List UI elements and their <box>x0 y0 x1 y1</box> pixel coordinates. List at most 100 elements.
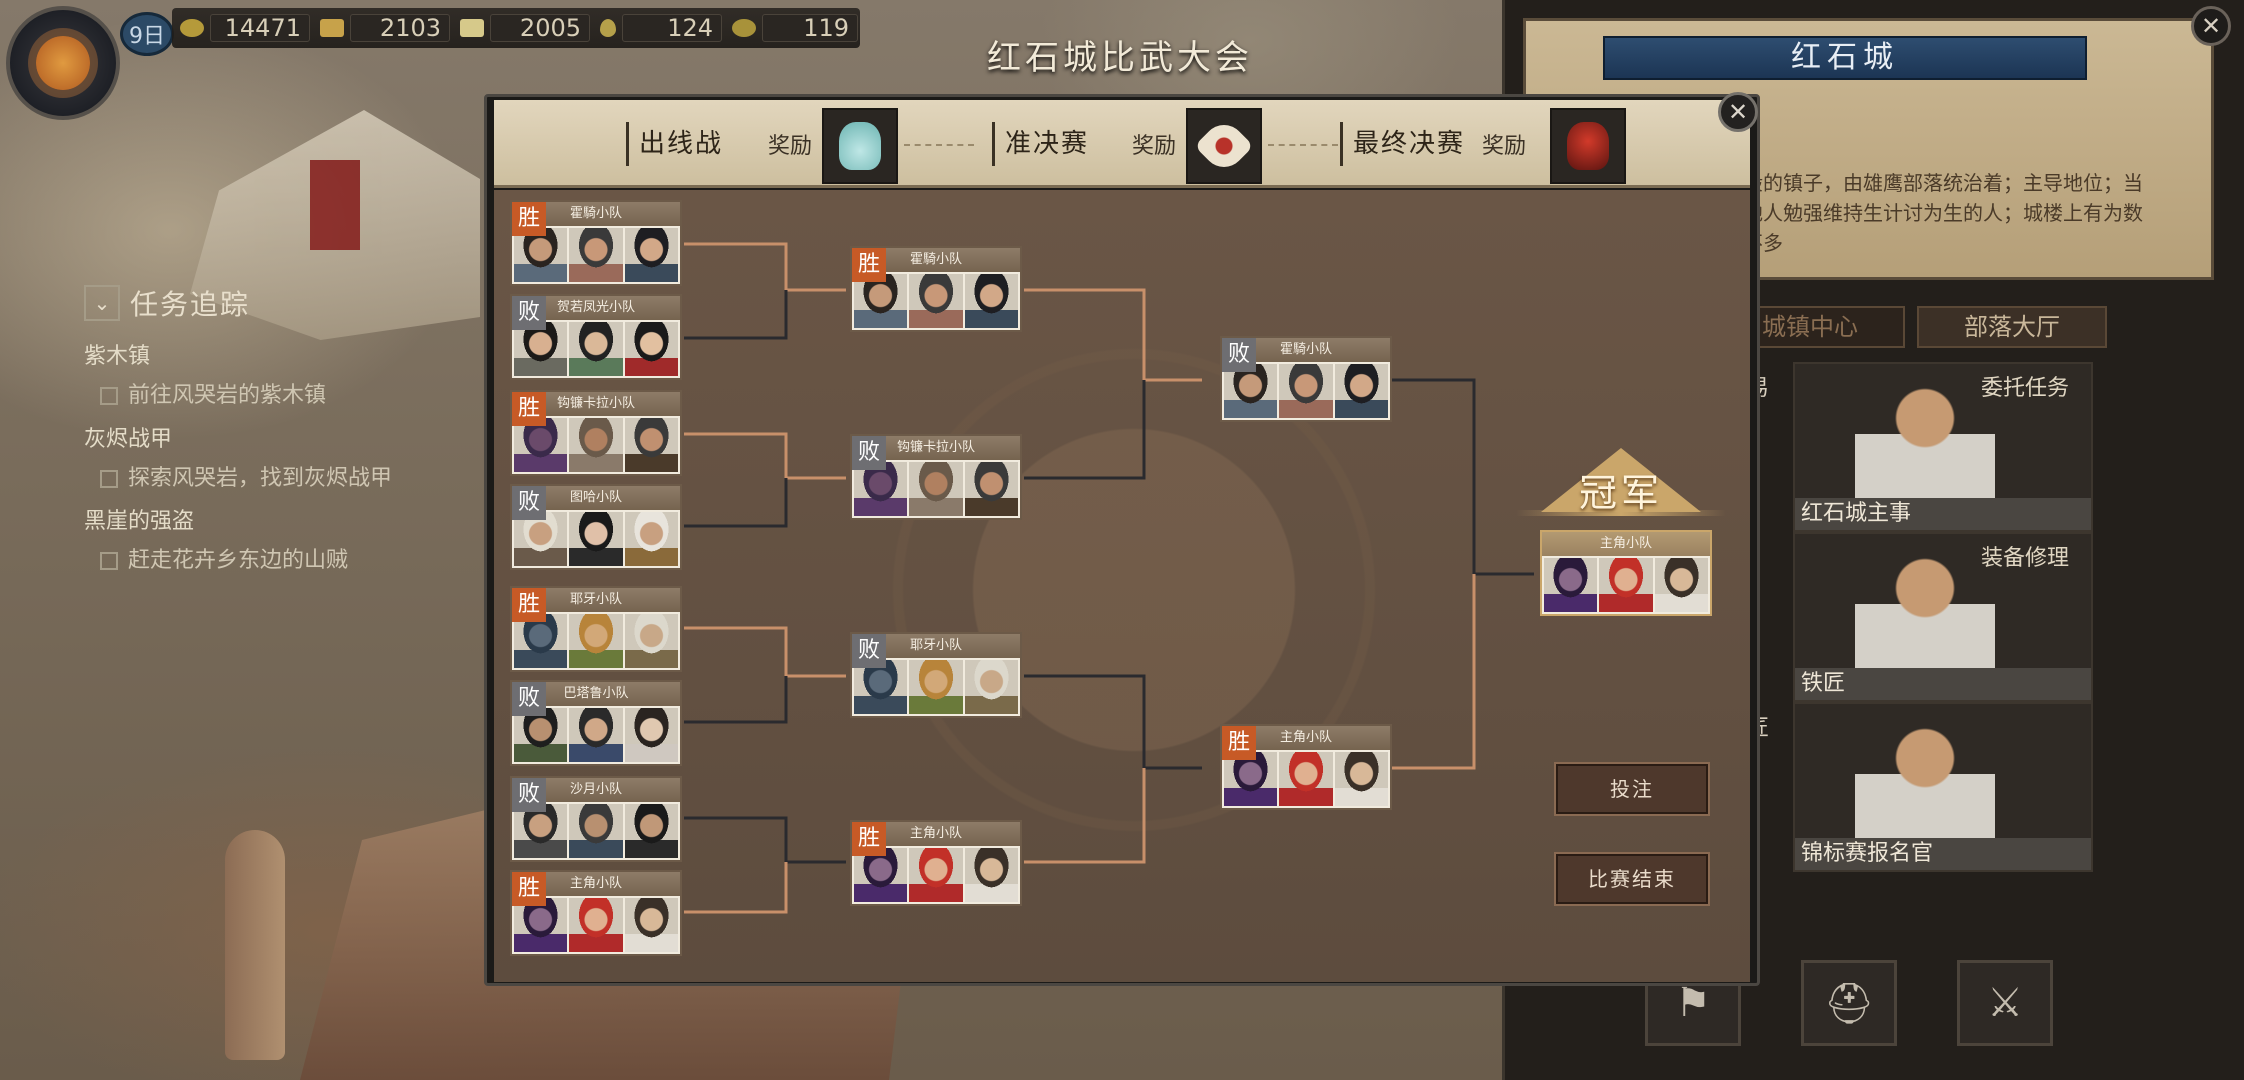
lose-badge: 败 <box>1222 338 1256 372</box>
team-card[interactable]: 败 耶牙小队 <box>850 632 1022 718</box>
npc-name: 锦标赛报名官 <box>1795 838 2091 870</box>
bet-button[interactable]: 投注 <box>1554 762 1710 816</box>
quest-group-title[interactable]: 紫木镇 <box>84 344 151 369</box>
fighter-portrait <box>569 322 623 376</box>
task-checkbox[interactable] <box>100 387 118 405</box>
npc-card[interactable]: 铁匠 <box>1793 532 2093 702</box>
fighter-portrait <box>569 614 623 668</box>
divider <box>1268 144 1338 146</box>
team-card[interactable]: 败 图哈小队 <box>510 484 682 570</box>
helmet-icon[interactable]: ⛑ <box>1801 960 1897 1046</box>
team-card[interactable]: 败 钩镰卡拉小队 <box>850 434 1022 520</box>
resource-horn: 119 <box>732 14 858 42</box>
fighter-portrait <box>1544 558 1598 612</box>
lose-badge: 败 <box>852 436 886 470</box>
close-icon[interactable]: ✕ <box>1718 92 1758 132</box>
resource-bar: 14471 2103 2005 124 119 <box>172 8 860 48</box>
team-card[interactable]: 胜 主角小队 <box>850 820 1022 906</box>
team-portraits <box>514 512 678 566</box>
fighter-portrait <box>1599 558 1653 612</box>
task-checkbox[interactable] <box>100 469 118 488</box>
npc-action-card[interactable]: 委托任务 <box>1981 362 2221 532</box>
city-name-banner: 红石城 <box>1603 36 2087 80</box>
quest-group-title[interactable]: 黑崖的强盗 <box>84 509 195 535</box>
resource-coin: 14471 <box>180 14 310 42</box>
round-label-semifinal: 准决赛 <box>992 122 1099 166</box>
team-card[interactable]: 败 沙月小队 <box>510 776 682 862</box>
crown-icon <box>1541 448 1701 512</box>
fighter-portrait <box>1224 364 1278 418</box>
crossed-swords-icon[interactable]: ⚔ <box>1957 960 2053 1046</box>
npc-card[interactable]: 红石城主事 <box>1793 362 2093 532</box>
sun-icon <box>36 36 90 90</box>
silver-icon <box>460 19 484 37</box>
tab-tribe-hall[interactable]: 部落大厅 <box>1917 306 2107 348</box>
end-match-button[interactable]: 比赛结束 <box>1554 852 1710 906</box>
win-badge: 胜 <box>512 872 546 906</box>
team-card[interactable]: 胜 钩镰卡拉小队 <box>510 390 682 476</box>
reward-label: 奖励 <box>768 134 813 159</box>
fighter-portrait <box>624 322 678 376</box>
resource-silver: 2005 <box>460 14 590 42</box>
quest-task[interactable]: 赶走花卉乡东边的山贼 <box>84 547 414 576</box>
quest-task[interactable]: 前往风哭岩的紫木镇 <box>84 382 414 411</box>
fighter-portrait <box>1654 558 1708 612</box>
fighter-portrait <box>909 462 963 516</box>
resource-water: 124 <box>600 14 722 42</box>
team-card[interactable]: 胜 耶牙小队 <box>510 586 682 672</box>
round-label-qualifier: 出线战 <box>626 122 733 166</box>
team-card[interactable]: 胜 主角小队 <box>1220 724 1392 810</box>
team-portraits <box>514 708 678 762</box>
npc-card[interactable]: 锦标赛报名官 <box>1793 702 2093 872</box>
fighter-portrait <box>1224 752 1278 806</box>
team-card[interactable]: 败 巴塔鲁小队 <box>510 680 682 766</box>
fighter-portrait <box>624 418 678 472</box>
team-portraits <box>514 228 678 282</box>
team-portraits <box>1224 752 1388 806</box>
fighter-portrait <box>624 898 678 952</box>
fighter-portrait <box>964 660 1018 714</box>
team-card[interactable]: 败 贺若凤光小队 <box>510 294 682 380</box>
quest-task[interactable]: 探索风哭岩，找到灰烬战甲 <box>84 465 414 494</box>
fighter-portrait <box>624 804 678 858</box>
chevron-down-icon[interactable]: ⌄ <box>84 285 120 321</box>
fighter-portrait <box>964 848 1018 902</box>
task-checkbox[interactable] <box>100 552 118 571</box>
reward-label: 奖励 <box>1482 134 1527 159</box>
fighter-portrait <box>964 462 1018 516</box>
champion-card[interactable]: 主角小队 <box>1540 530 1712 616</box>
team-portraits <box>514 614 678 668</box>
time-of-day-dial[interactable] <box>6 6 120 120</box>
npc-grid: 贸易 红石城主事 委托任务 铁匠 装备修理 工匠 锦标赛报名官 <box>1725 362 2215 942</box>
divider <box>904 144 974 146</box>
fighter-portrait <box>1279 364 1333 418</box>
reward-item-semifinal[interactable] <box>1186 108 1262 184</box>
team-name: 主角小队 <box>1542 532 1710 556</box>
fighter-portrait <box>569 418 623 472</box>
fighter-portrait <box>569 512 623 566</box>
team-card[interactable]: 胜 霍騎小队 <box>850 246 1022 332</box>
team-portraits <box>514 418 678 472</box>
quest-group-title[interactable]: 灰烬战甲 <box>84 426 173 452</box>
close-icon[interactable]: ✕ <box>2191 6 2231 46</box>
quest-tracker-title: 任务追踪 <box>130 288 251 321</box>
team-portraits <box>1544 558 1708 612</box>
quest-tracker-header[interactable]: ⌄ 任务追踪 <box>84 278 414 328</box>
team-card[interactable]: 胜 主角小队 <box>510 870 682 956</box>
npc-action-card[interactable]: 装备修理 <box>1981 532 2221 702</box>
fighter-portrait <box>1334 752 1388 806</box>
team-card[interactable]: 胜 霍騎小队 <box>510 200 682 286</box>
reward-item-final[interactable] <box>1550 108 1626 184</box>
fighter-portrait <box>514 708 568 762</box>
scroll-icon <box>1194 116 1254 176</box>
bracket-lines <box>684 242 1534 914</box>
event-title: 红石城比武大会 <box>987 38 1253 78</box>
armor-icon <box>1567 122 1609 170</box>
team-card[interactable]: 败 霍騎小队 <box>1220 336 1392 422</box>
npc-action-card[interactable] <box>2101 702 2221 872</box>
reward-item-qualifier[interactable] <box>822 108 898 184</box>
day-counter: 9日 <box>120 12 174 56</box>
fighter-portrait <box>569 708 623 762</box>
champion-label: 冠军 <box>1516 448 1726 516</box>
team-portraits <box>854 274 1018 328</box>
